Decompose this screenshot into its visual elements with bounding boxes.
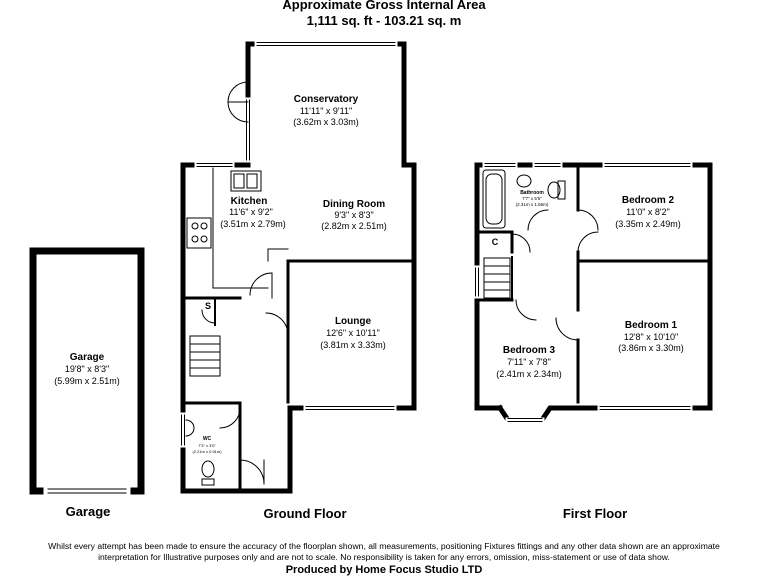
- bedroom2-label: Bedroom 2: [622, 195, 675, 206]
- garage-walls: [29, 247, 145, 496]
- bedroom1-size-imperial: 12'8" x 10'10": [624, 332, 678, 342]
- kitchen-size-imperial: 11'6" x 9'2": [229, 207, 273, 217]
- bathroom-size-metric: (2.31m x 1.65m): [516, 202, 549, 207]
- first-floor-label: First Floor: [562, 506, 628, 521]
- garage-size-imperial: 19'8" x 8'3": [65, 364, 109, 374]
- gross-area: 1,111 sq. ft - 103.21 sq. m: [306, 13, 462, 28]
- bedroom3-size-metric: (2.41m x 2.34m): [496, 369, 562, 379]
- conservatory-size-imperial: 11'11" x 9'11": [300, 106, 352, 116]
- lounge-size-metric: (3.81m x 3.33m): [320, 340, 386, 350]
- plan-title: Approximate Gross Internal Area: [282, 0, 486, 12]
- ground-floor-walls: [180, 41, 417, 494]
- wc-size-imperial: 7'3" x 3'0": [198, 443, 216, 448]
- bathroom-label: Bathroom: [520, 190, 544, 196]
- garage-floor-label: Garage: [65, 504, 111, 519]
- garage-room-label: Garage: [70, 352, 105, 363]
- bedroom1-size-metric: (3.86m x 3.30m): [618, 343, 684, 353]
- ground-floor-fittings: [180, 41, 398, 486]
- conservatory-size-metric: (3.62m x 3.03m): [293, 117, 359, 127]
- lounge-label: Lounge: [335, 316, 372, 327]
- wc-size-metric: (2.21m x 0.91m): [192, 449, 222, 454]
- ground-floor-label: Ground Floor: [263, 506, 347, 521]
- kitchen-label: Kitchen: [231, 196, 268, 207]
- garage-size-metric: (5.99m x 2.51m): [54, 376, 120, 386]
- kitchen-size-metric: (3.51m x 2.79m): [220, 219, 286, 229]
- produced-by: Produced by Home Focus Studio LTD: [285, 564, 483, 576]
- store-label: S: [205, 301, 211, 311]
- lounge-size-imperial: 12'6" x 10'11": [326, 328, 380, 338]
- bathroom-size-imperial: 7'7" x 5'5": [522, 196, 542, 201]
- dining-room-size-metric: (2.82m x 2.51m): [321, 221, 387, 231]
- wc-label: WC: [203, 436, 212, 442]
- conservatory-label: Conservatory: [294, 94, 359, 105]
- cupboard-label: C: [492, 237, 499, 247]
- disclaimer-line-2: interpretation for Illustrative purposes…: [98, 552, 670, 562]
- dining-room-label: Dining Room: [323, 199, 385, 210]
- bedroom3-label: Bedroom 3: [503, 345, 556, 356]
- first-floor-fittings: [474, 162, 693, 423]
- bedroom1-label: Bedroom 1: [625, 320, 678, 331]
- bedroom3-size-imperial: 7'11" x 7'8": [507, 357, 551, 367]
- first-floor-walls: [474, 162, 713, 423]
- bedroom2-size-metric: (3.35m x 2.49m): [615, 219, 681, 229]
- disclaimer-line-1: Whilst every attempt has been made to en…: [48, 541, 720, 551]
- dining-room-size-imperial: 9'3" x 8'3": [334, 210, 373, 220]
- bedroom2-size-imperial: 11'0" x 8'2": [626, 207, 670, 217]
